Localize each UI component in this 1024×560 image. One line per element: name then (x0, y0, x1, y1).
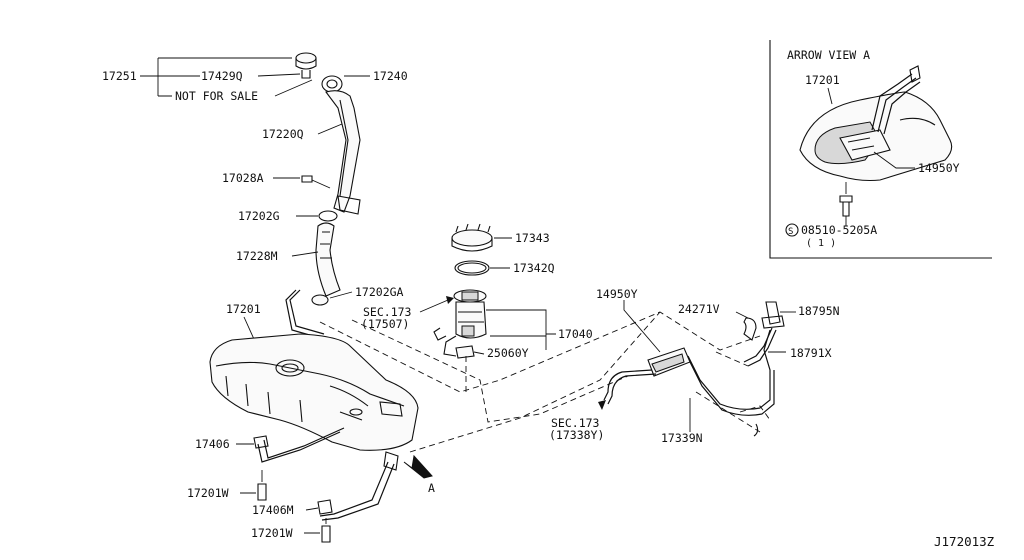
inset-screw-symbol: S (788, 227, 793, 237)
evap-tube-b (687, 329, 771, 410)
label-sec-evap-1: SEC.173 (551, 416, 600, 430)
label-17201w-right: 17201W (251, 526, 293, 540)
gasket-icon (321, 75, 343, 93)
dashed-guides (319, 311, 771, 453)
label-arrow-a: A (428, 481, 435, 495)
label-17040: 17040 (558, 327, 593, 341)
view-arrow-a: A (403, 454, 435, 495)
clip-icon (765, 301, 781, 325)
inset-screw-symbol-icon (785, 223, 799, 237)
fuel-tank (209, 333, 419, 451)
clamp-lower-icon (311, 294, 329, 306)
inset-label-tank: 17201 (805, 73, 840, 87)
label-not-for-sale: NOT FOR SALE (175, 89, 258, 103)
label-sec-evap-2: (17338Y) (549, 428, 604, 442)
strap-bolt-left-icon (257, 483, 267, 501)
label-17339n: 17339N (661, 431, 703, 445)
filler-hose-group: 17202G 17228M 17202GA (236, 209, 404, 339)
strap-bolt-right-icon (321, 525, 331, 543)
label-24271v: 24271V (678, 302, 720, 316)
label-sec-pump-1: SEC.173 (363, 305, 412, 319)
bolt-icon (301, 175, 313, 183)
label-17343: 17343 (515, 231, 550, 245)
label-17240: 17240 (373, 69, 408, 83)
label-17201: 17201 (226, 302, 261, 316)
label-17251: 17251 (102, 69, 137, 83)
label-17201w-left: 17201W (187, 486, 229, 500)
arrow-view-inset: ARROW VIEW A 17201 14950Y S 08510-5205A … (769, 40, 992, 259)
label-17228m: 17228M (236, 249, 278, 263)
sec-evap-arrow-icon (598, 400, 606, 410)
label-14950y: 14950Y (596, 287, 638, 301)
inset-screw-qty: ( 1 ) (806, 238, 836, 249)
seal-ring-icon (454, 260, 490, 276)
filler-cap-group: 17251 17429Q NOT FOR SALE 17240 (102, 52, 408, 103)
evap-tube-a (603, 369, 653, 401)
label-18791x: 18791X (790, 346, 832, 360)
filler-tube-group: 17220Q 17028A (222, 90, 361, 215)
label-17220q: 17220Q (262, 127, 304, 141)
inset-screw-code: 08510-5205A (801, 223, 877, 237)
sec-pump-arrow-icon (446, 296, 454, 304)
label-17406m: 17406M (252, 503, 294, 517)
label-17202ga: 17202GA (355, 285, 404, 299)
strap-group: 17406 17201W 17406M 17201W (187, 427, 399, 543)
label-17406: 17406 (195, 437, 230, 451)
inset-screw-head-icon (839, 195, 853, 203)
fuel-tank-group: 17201 (209, 302, 419, 451)
tank-pump-port-icon (275, 359, 305, 377)
diagram-id: J172013Z (934, 534, 995, 549)
filler-hose (315, 222, 341, 297)
label-17342q: 17342Q (513, 261, 555, 275)
label-25060y: 25060Y (487, 346, 529, 360)
label-17429q: 17429Q (201, 69, 243, 83)
clamp-upper-icon (318, 210, 338, 222)
evap-group: 14950Y SEC.173 (17338Y) 17339N 24271V 18… (549, 287, 840, 445)
inset-title: ARROW VIEW A (787, 48, 870, 62)
lock-ring-icon (451, 229, 493, 247)
bracket-icon (743, 317, 757, 341)
inset-canister (839, 129, 891, 161)
filler-tube (325, 90, 361, 213)
fuel-cap-icon (295, 52, 317, 64)
label-sec-pump-2: (17507) (361, 317, 409, 331)
label-17202g: 17202G (238, 209, 280, 223)
label-17028a: 17028A (222, 171, 264, 185)
inset-label-canister: 14950Y (918, 161, 960, 175)
drain-hose (743, 327, 773, 363)
arrow-a-icon (403, 454, 433, 479)
sender-unit (455, 345, 475, 359)
strap-right (319, 461, 389, 517)
strap-left (257, 431, 341, 463)
pump-group: 17343 17342Q 17040 25060Y SEC.173 (17507… (361, 223, 593, 360)
label-18795n: 18795N (798, 304, 840, 318)
